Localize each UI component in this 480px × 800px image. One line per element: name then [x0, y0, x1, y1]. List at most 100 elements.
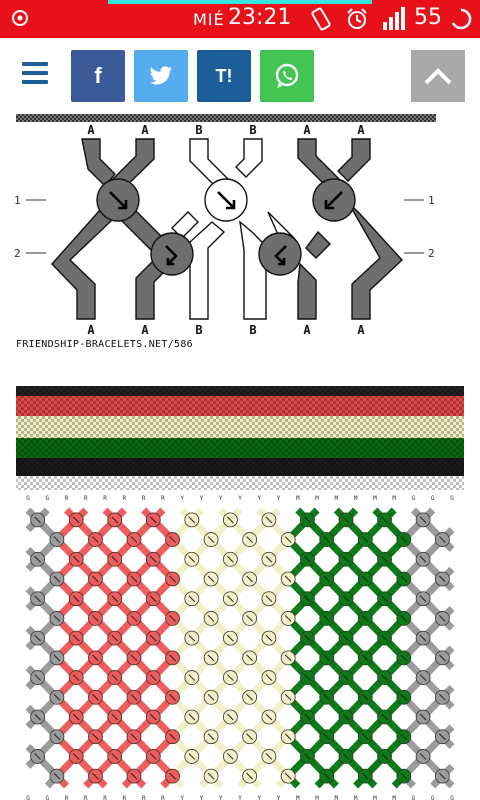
knot-arrow: [439, 772, 446, 780]
pattern-letter-bottom: G: [26, 795, 30, 800]
knot-arrow: [419, 555, 427, 563]
knot-arrow: [227, 634, 234, 642]
knot-arrow: [130, 615, 138, 622]
knot-arrow: [169, 615, 176, 622]
knot-arrow: [381, 634, 388, 642]
knot-arrow: [130, 536, 138, 543]
knot-arrow: [72, 713, 80, 721]
knot-arrow: [72, 516, 80, 524]
pattern-letter-top: M: [373, 495, 377, 502]
knot-arrow: [246, 654, 253, 662]
pattern-letter-top: Y: [200, 495, 204, 502]
knot-arrow: [323, 654, 331, 662]
knot-arrow: [265, 516, 273, 524]
knot-arrow: [53, 615, 61, 622]
knot-arrow: [53, 575, 61, 583]
knot-arrow: [400, 772, 408, 780]
knot-arrow: [72, 674, 80, 681]
pattern-letter-top: R: [123, 495, 127, 502]
strand-label-bottom: A: [357, 323, 365, 337]
whatsapp-share-button[interactable]: [260, 50, 314, 102]
status-time: 23:21: [228, 5, 292, 30]
knot-arrow: [400, 733, 408, 741]
knot-arrow: [439, 575, 446, 583]
knot-arrow: [34, 595, 41, 603]
knot-arrow: [207, 615, 215, 622]
knot-arrow: [169, 575, 176, 583]
knot-arrow: [342, 713, 350, 721]
pattern-letter-bottom: M: [315, 795, 319, 800]
knot-arrow: [130, 654, 138, 662]
knot-arrow: [323, 536, 331, 543]
twitter-share-button[interactable]: [134, 50, 188, 102]
knot-arrow: [304, 595, 311, 603]
pattern-letter-top: G: [431, 495, 435, 502]
knot-arrow: [111, 674, 119, 681]
pattern-letter-bottom: Y: [257, 795, 261, 800]
pattern-letter-top: M: [392, 495, 396, 502]
knot-arrow: [304, 753, 311, 760]
pattern-letter-top: M: [296, 495, 300, 502]
knot-arrow: [72, 753, 80, 760]
knot-arrow: [130, 733, 138, 741]
strand-label-top: A: [141, 123, 149, 137]
pattern-letter-top: G: [412, 495, 416, 502]
knot-arrow: [323, 733, 331, 741]
knot-arrow: [361, 693, 369, 701]
knot-arrow: [130, 575, 138, 583]
pattern-letter-bottom: Y: [238, 795, 242, 800]
row-label-left-2: 2: [14, 247, 21, 260]
facebook-share-button[interactable]: f: [71, 50, 125, 102]
knot-arrow: [34, 516, 41, 524]
pattern-letter-bottom: M: [354, 795, 358, 800]
knot-arrow: [246, 733, 253, 741]
knot-arrow: [130, 693, 138, 701]
knot-arrow: [323, 575, 331, 583]
knot-arrow: [323, 693, 331, 701]
knot-arrow: [227, 674, 234, 681]
pattern-letter-top: G: [45, 495, 49, 502]
knot-arrow: [342, 674, 350, 681]
knot-arrow: [207, 654, 215, 662]
knot-arrow: [149, 753, 157, 760]
knot-arrow: [381, 516, 388, 524]
tuenti-share-button[interactable]: T!: [197, 50, 251, 102]
knot-arrow: [188, 634, 196, 642]
knot-arrow: [92, 733, 99, 741]
knot-arrow: [169, 536, 176, 543]
knot-arrow: [361, 772, 369, 780]
knot-arrow: [53, 654, 61, 662]
pattern-letter-bottom: Y: [219, 795, 223, 800]
status-day: MIÉ: [193, 10, 225, 29]
knot-arrow: [284, 536, 292, 543]
knot-arrow: [188, 516, 196, 524]
knot-arrow: [169, 733, 176, 741]
knot-arrow: [342, 753, 350, 760]
pattern-letter-bottom: R: [161, 795, 165, 800]
knot-arrow: [111, 555, 119, 563]
top-toolbar: f T!: [0, 38, 480, 114]
knot-arrow: [342, 634, 350, 642]
knot-arrow: [188, 753, 196, 760]
status-bar: MIÉ 23:21 55: [0, 0, 480, 38]
knot-arrow: [284, 654, 292, 662]
knot-arrow: [439, 654, 446, 662]
knot-arrow: [400, 693, 408, 701]
knot-arrow: [34, 634, 41, 642]
pattern-letter-top: R: [142, 495, 146, 502]
knot-arrow: [149, 674, 157, 681]
knot-arrow: [72, 555, 80, 563]
knot-arrow: [419, 595, 427, 603]
pattern-letter-bottom: M: [373, 795, 377, 800]
pattern-letter-top: R: [161, 495, 165, 502]
hamburger-icon[interactable]: [22, 62, 48, 88]
knot-arrow: [92, 536, 99, 543]
knot-arrow: [111, 713, 119, 721]
knot-arrow: [361, 536, 369, 543]
knot-arrow: [34, 555, 41, 563]
scroll-up-button[interactable]: [411, 50, 465, 102]
knot-arrow: [265, 634, 273, 642]
pattern-source-caption: FRIENDSHIP-BRACELETS.NET/586: [16, 339, 193, 350]
knot-arrow: [304, 634, 311, 642]
